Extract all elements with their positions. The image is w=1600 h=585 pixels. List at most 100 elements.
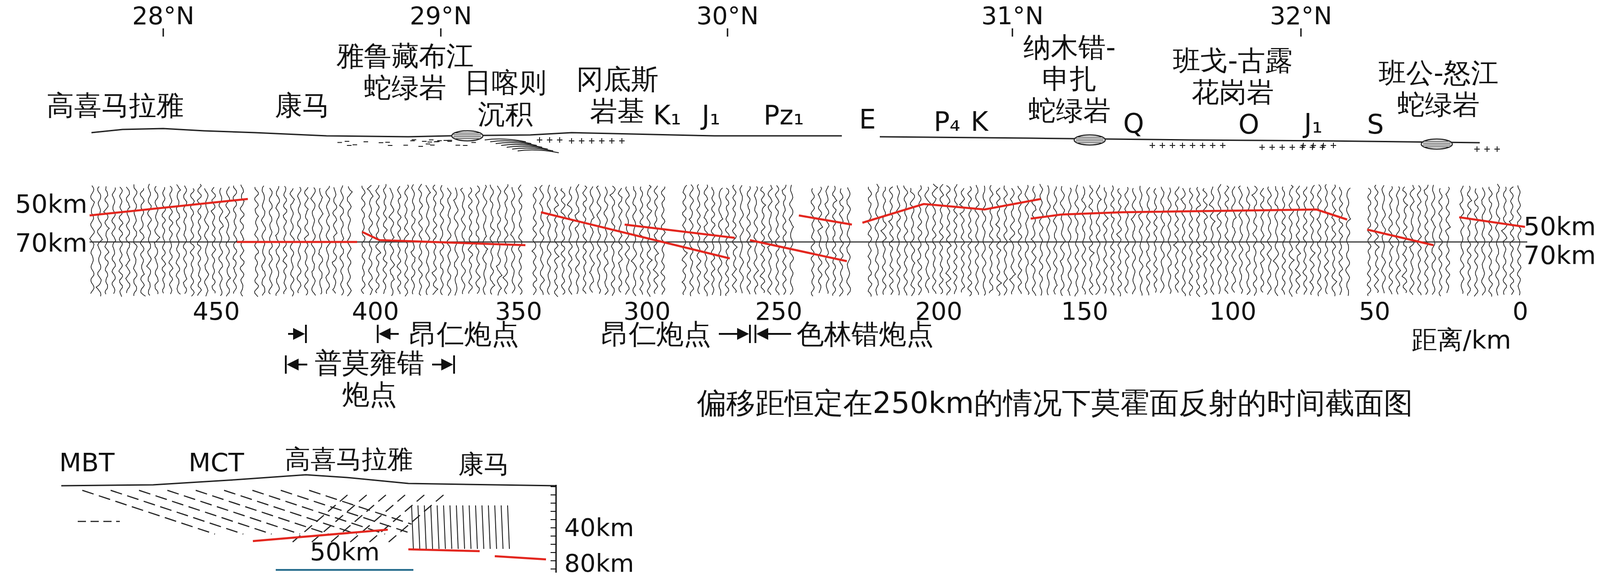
moho-reflector <box>624 224 735 238</box>
figure-caption: 偏移距恒定在250km的情况下莫霍面反射的时间截面图 <box>696 386 1413 421</box>
seismic-trace <box>917 185 922 295</box>
thrust-trace <box>139 490 272 535</box>
depth-label: 40km <box>564 513 635 542</box>
seismic-trace <box>1459 185 1464 294</box>
seismic-trace <box>503 184 509 295</box>
unit-label: 雅鲁藏布江 蛇绿岩 <box>329 40 481 104</box>
hatch-line <box>417 505 420 549</box>
seismic-trace <box>1138 185 1143 296</box>
depth-label: 70km <box>1523 240 1596 270</box>
seismic-trace <box>112 187 117 294</box>
ophiolite-hatch <box>455 138 480 140</box>
seismic-trace <box>682 185 688 295</box>
seismic-trace <box>1153 188 1158 293</box>
seismic-trace <box>1167 187 1172 294</box>
seismic-trace <box>596 185 602 294</box>
seismic-trace <box>789 184 794 295</box>
seismic-trace <box>425 185 431 295</box>
depth-tick <box>550 527 557 529</box>
ophiolite-hatch <box>1075 140 1104 142</box>
moho-reflector <box>540 212 730 259</box>
seismic-trace <box>1217 184 1222 295</box>
seismic-trace <box>1445 187 1451 294</box>
seismic-trace <box>1238 185 1244 294</box>
hatch-line <box>456 505 459 549</box>
seismic-trace <box>874 183 879 296</box>
seismic-trace <box>1095 184 1102 295</box>
ophiolite-hatch <box>1423 144 1451 146</box>
seismic-trace <box>418 183 423 296</box>
moho-reflector <box>862 198 1041 223</box>
seismic-trace <box>817 187 823 294</box>
latitude-label: 32°N <box>1269 1 1333 31</box>
shot-arrowhead <box>441 358 454 371</box>
seismic-trace <box>1003 185 1008 296</box>
seismic-trace <box>1209 186 1216 295</box>
depth-tick <box>550 568 557 570</box>
seismic-trace <box>1331 184 1337 297</box>
seismic-trace <box>1246 186 1251 295</box>
seismic-trace <box>1423 184 1429 295</box>
moho-reflector <box>362 231 526 246</box>
hatch-line <box>424 505 427 549</box>
seismic-trace <box>518 184 522 295</box>
seismic-trace <box>1146 187 1151 296</box>
ophiolite-lens <box>1074 134 1106 145</box>
seismic-trace <box>647 185 653 297</box>
seismic-trace <box>326 185 331 294</box>
seismic-trace <box>567 186 574 295</box>
seismic-trace <box>176 184 181 295</box>
depth-label: 50km <box>15 189 88 219</box>
seismic-trace <box>1081 186 1087 295</box>
seismic-trace <box>575 184 580 295</box>
ophiolite-hatch <box>453 136 482 138</box>
seismic-trace <box>1273 186 1279 296</box>
seismic-trace <box>1495 183 1500 296</box>
seismic-trace <box>932 183 938 294</box>
seismic-trace <box>496 185 502 296</box>
sediment-symbols <box>337 139 559 153</box>
seismic-trace <box>989 185 994 294</box>
seismic-trace <box>967 186 972 297</box>
hatch-line <box>437 505 439 549</box>
depth-tick <box>550 560 557 562</box>
shot-bar <box>749 324 751 343</box>
moho-reflector <box>1061 209 1348 220</box>
distance-tick: 250 <box>754 297 803 326</box>
seismic-trace <box>339 185 344 295</box>
seismic-trace <box>1088 185 1094 295</box>
shot-point-label: 色林错炮点 <box>796 318 934 350</box>
seismic-trace <box>1267 186 1272 295</box>
reference-line <box>89 241 1528 243</box>
seismic-trace <box>332 187 338 294</box>
seismic-trace <box>824 185 830 294</box>
scale-label: 50km <box>310 537 380 567</box>
depth-label: 70km <box>15 228 88 258</box>
seismic-trace <box>233 185 237 294</box>
seismic-trace <box>1252 186 1258 296</box>
distance-tick: 0 <box>1512 297 1529 326</box>
shot-arrowhead <box>737 327 750 340</box>
seismic-trace <box>1173 186 1179 293</box>
seismic-trace <box>631 186 637 296</box>
shot-arrowhead <box>293 327 306 340</box>
depth-tick <box>550 502 557 504</box>
seismic-trace <box>604 186 609 295</box>
seismic-trace <box>460 187 466 295</box>
dashed-line <box>77 520 120 523</box>
inset-label: MCT <box>188 447 245 477</box>
hatch-line <box>462 505 465 549</box>
shot-bar <box>376 324 379 343</box>
thrust-trace <box>82 490 215 535</box>
seismic-trace <box>880 186 887 295</box>
hatch-line <box>501 505 504 549</box>
inset-label: MBT <box>59 447 115 477</box>
seismic-trace <box>490 184 495 295</box>
ophiolite-hatch <box>1425 140 1449 142</box>
seismic-trace <box>146 183 152 296</box>
seismic-trace <box>1102 187 1108 294</box>
distance-tick: 450 <box>192 297 240 326</box>
seismic-trace <box>1302 186 1307 295</box>
seismic-trace <box>1517 185 1521 295</box>
depth-tick <box>550 486 557 487</box>
